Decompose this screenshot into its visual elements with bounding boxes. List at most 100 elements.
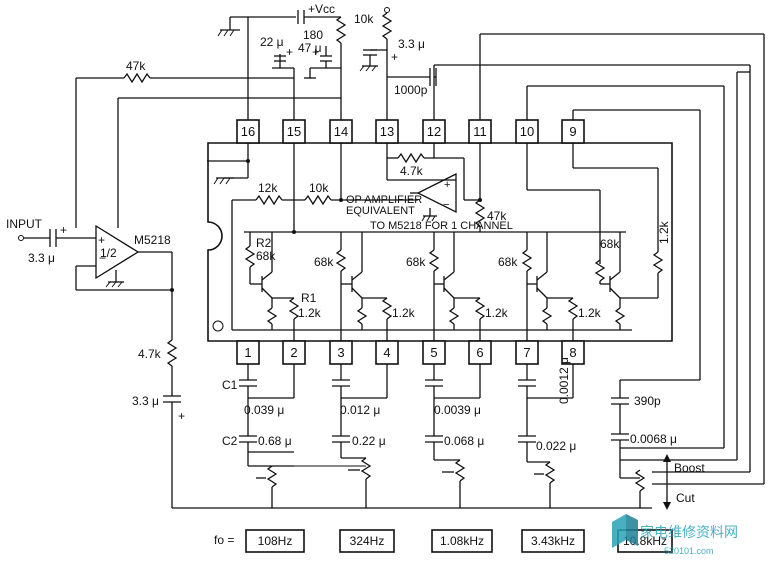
top-external-network: +Vcc 180 22 μ + 47 μ + 10k [75,2,765,484]
svg-text:0.0012 μ: 0.0012 μ [557,357,571,404]
pin1-marker [212,320,224,332]
svg-text:R2: R2 [256,236,272,250]
internal-opamp: + − [416,172,457,214]
pin-14: 14 [329,119,353,144]
svg-text:13: 13 [380,124,394,139]
svg-text:68k: 68k [406,255,426,269]
svg-text:9: 9 [569,124,576,139]
svg-text:47k: 47k [126,59,146,73]
pin-6: 6 [468,340,492,365]
svg-text:0.012 μ: 0.012 μ [340,403,380,417]
svg-text:6: 6 [476,345,483,360]
svg-text:+: + [312,45,319,59]
watermark: 家电维修资料网 520101.com [612,514,738,556]
svg-text:12: 12 [427,124,441,139]
svg-text:68k: 68k [314,255,334,269]
pin-12: 12 [422,119,446,144]
svg-text:3.3 μ: 3.3 μ [398,37,425,51]
svg-text:5: 5 [430,345,437,360]
stage-5: 68k 1.2k [594,220,671,330]
band-1-network: C1 0.039 μ C2 0.68 μ [222,364,295,508]
svg-text:10: 10 [520,124,534,139]
svg-text:C2: C2 [222,434,238,448]
svg-text:0.68 μ: 0.68 μ [258,434,292,448]
svg-text:1000p: 1000p [394,83,428,97]
svg-text:12k: 12k [258,181,278,195]
svg-text:TO M5218 FOR 1 CHANNEL: TO M5218 FOR 1 CHANNEL [370,220,513,232]
svg-text:+: + [178,409,185,423]
svg-text:OP AMPLIFIER: OP AMPLIFIER [346,194,422,206]
svg-text:+: + [391,50,398,64]
band-3-network: 0.0039 μ 0.068 μ [425,364,484,508]
svg-text:22 μ: 22 μ [260,35,284,49]
band-5-network: 390p 0.0068 μ [611,379,764,508]
svg-text:+: + [98,233,105,247]
svg-text:−: − [99,251,106,265]
svg-text:1: 1 [244,345,251,360]
watermark-logo-icon [612,514,638,548]
svg-text:180: 180 [303,28,323,42]
svg-text:2: 2 [290,345,297,360]
ic-internal-circuit: 12k 10k + − 4.7k [207,143,671,341]
pin-9: 9 [561,119,585,144]
pin-11: 11 [468,119,492,144]
svg-text:0.0068 μ: 0.0068 μ [630,432,677,446]
svg-text:R1: R1 [301,291,317,305]
internal-ground-icon [213,177,248,185]
fo-band-3: 1.08kHz [431,529,493,553]
svg-text:8: 8 [569,345,576,360]
svg-text:324Hz: 324Hz [350,534,385,548]
fo-band-2: 324Hz [339,529,395,553]
watermark-text: 家电维修资料网 [640,524,738,541]
input-section: INPUT 3.3 μ + + − 1/2 M5218 4.7k [6,217,652,509]
pin-5: 5 [422,340,446,365]
pin-3: 3 [329,340,353,365]
svg-text:1.2k: 1.2k [485,306,509,320]
svg-text:+Vcc: +Vcc [308,2,335,16]
stage-3: 68k 1.2k [406,232,509,341]
svg-text:−: − [443,199,449,211]
svg-text:Boost: Boost [674,461,705,475]
svg-text:M5218: M5218 [134,233,171,247]
svg-text:3.3 μ: 3.3 μ [28,251,55,265]
svg-text:0.0039 μ: 0.0039 μ [434,403,481,417]
svg-text:1.2k: 1.2k [578,306,602,320]
top-pin-row: 16 15 14 13 12 11 10 9 [236,119,585,144]
svg-text:EQUIVALENT: EQUIVALENT [346,205,415,217]
svg-text:0.22 μ: 0.22 μ [352,434,386,448]
fo-label: fo = [214,533,234,547]
pin-10: 10 [515,119,539,144]
pin-1: 1 [236,340,260,365]
svg-text:+: + [444,179,450,191]
svg-text:3.43kHz: 3.43kHz [531,534,575,548]
svg-text:0.022 μ: 0.022 μ [536,439,576,453]
svg-text:108Hz: 108Hz [258,534,293,548]
pin-2: 2 [282,340,306,365]
svg-text:10k: 10k [309,181,329,195]
pin-7: 7 [515,340,539,365]
svg-text:47k: 47k [487,209,507,223]
pin-16: 16 [236,119,260,144]
stage-1: R2 68k R1 1.2k [244,232,322,341]
fo-band-4: 3.43kHz [521,529,585,553]
svg-text:14: 14 [334,124,348,139]
svg-text:68k: 68k [600,237,620,251]
svg-text:10k: 10k [354,12,374,26]
svg-text:1.2k: 1.2k [657,220,671,244]
svg-text:1.2k: 1.2k [298,306,322,320]
input-terminal [18,235,24,241]
svg-text:390p: 390p [634,394,661,408]
stage-4: 68k 1.2k [498,232,602,341]
svg-text:11: 11 [473,124,487,139]
svg-text:1.2k: 1.2k [392,306,416,320]
svg-text:0.068 μ: 0.068 μ [444,434,484,448]
ic-body [207,142,673,342]
frequency-row: fo = 108Hz 324Hz 1.08kHz 3.43kHz 10.8kHz [214,529,673,553]
input-opamp: + − 1/2 M5218 [95,224,171,288]
band-4-network: 0.0012 μ 0.022 μ [518,357,576,508]
svg-text:7: 7 [523,345,530,360]
svg-text:3.3 μ: 3.3 μ [132,394,159,408]
stage-2: 68k 1.2k [314,232,416,341]
svg-text:INPUT: INPUT [6,217,43,231]
